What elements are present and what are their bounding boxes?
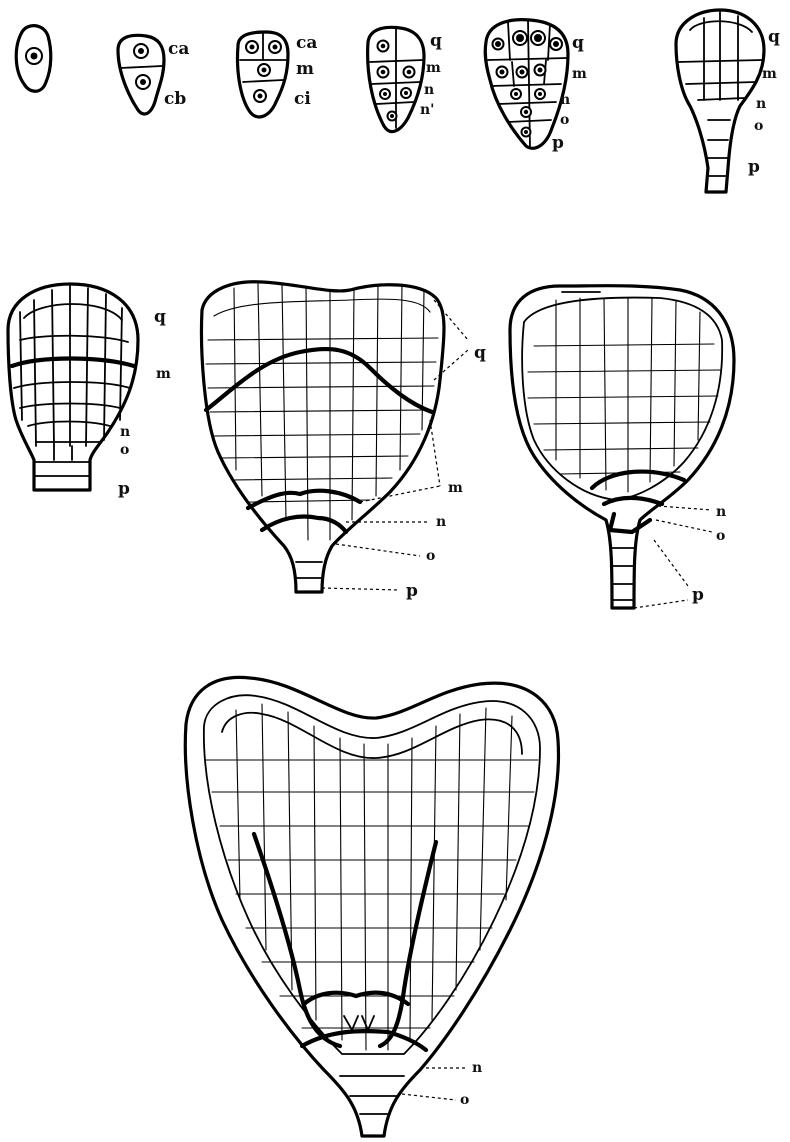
stage-5-label-p: p [552, 133, 564, 153]
stage-10-heart-embryo: n o [185, 677, 558, 1136]
stage-8-label-n: n [436, 514, 446, 530]
stage-6-label-m: m [762, 66, 777, 82]
stage-2-label-ca: ca [168, 39, 189, 59]
stage-7-label-q: q [154, 307, 166, 327]
stage-1-zygote [16, 26, 51, 92]
stage-3-three-cell: ca m ci [238, 32, 318, 117]
stage-6-label-q: q [768, 27, 780, 47]
stage-5-label-q: q [572, 33, 584, 53]
stage-8-label-o: o [426, 548, 435, 564]
stage-7-globular: q m n o p [8, 284, 171, 499]
stage-3-label-ci: ci [294, 89, 311, 109]
stage-3-label-m: m [296, 59, 314, 79]
stage-4-label-q: q [430, 31, 442, 51]
stage-4-label-m: m [426, 60, 441, 76]
stage-7-label-n: n [120, 424, 130, 440]
stage-7-label-o: o [120, 442, 129, 458]
stage-8-early-heart: q m n o p [202, 282, 486, 601]
stage-9-label-n: n [716, 504, 726, 520]
stage-2-two-cell: ca cb [118, 35, 189, 114]
stage-2-label-cb: cb [164, 89, 186, 109]
stage-8-label-p: p [406, 581, 418, 601]
stage-9-label-p: p [692, 585, 704, 605]
stage-7-label-m: m [156, 366, 171, 382]
stage-10-label-o: o [460, 1092, 469, 1108]
stage-5-label-m: m [572, 66, 587, 82]
stage-7-label-p: p [118, 479, 130, 499]
stage-5-label-o: o [560, 112, 569, 128]
stage-3-label-ca: ca [296, 33, 317, 53]
stage-6-label-n: n [756, 96, 766, 112]
stage-9-label-o: o [716, 528, 725, 544]
stage-5: q m n o p [485, 20, 587, 153]
stage-4-label-n-prime: n' [420, 102, 434, 118]
stage-6-label-p: p [748, 157, 760, 177]
stage-6-globular: q m n o p [676, 10, 780, 192]
stage-8-label-q: q [474, 343, 486, 363]
stage-9-late-globular: n o p [510, 286, 734, 608]
stage-5-label-n: n [560, 92, 570, 108]
stage-4: q m n n' [368, 27, 442, 131]
stage-10-label-n: n [472, 1060, 482, 1076]
stage-8-label-m: m [448, 480, 463, 496]
stage-6-label-o: o [754, 118, 763, 134]
stage-4-label-n: n [424, 82, 434, 98]
